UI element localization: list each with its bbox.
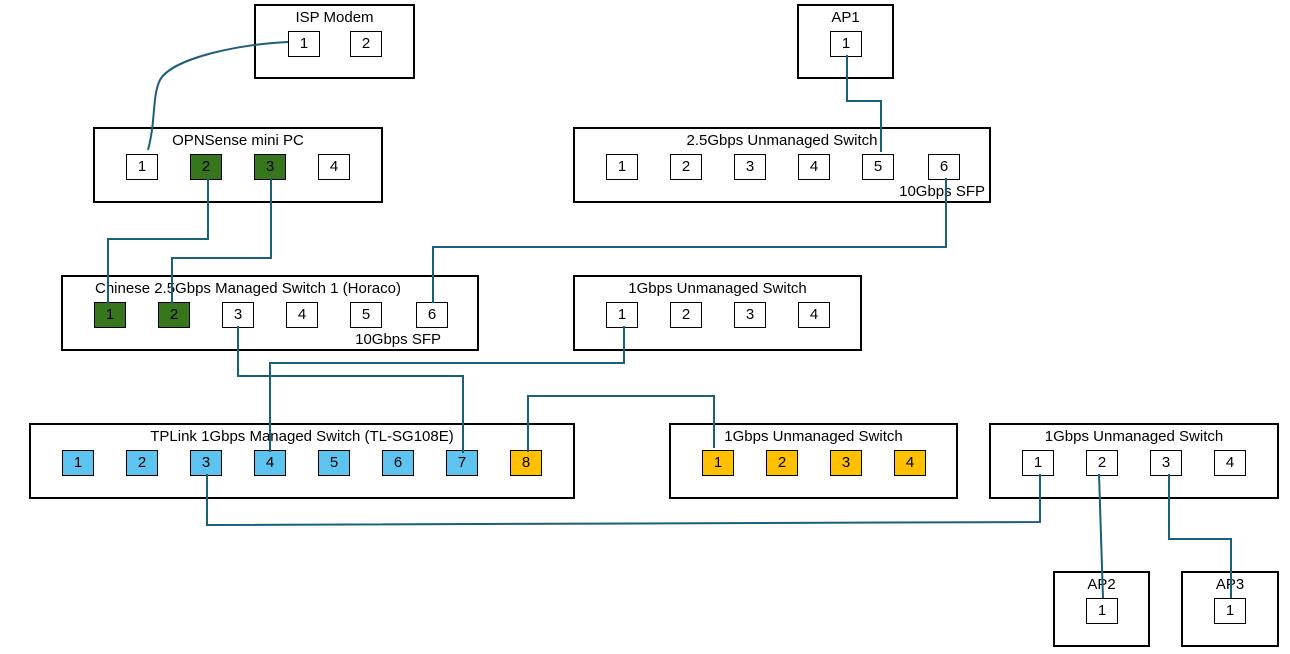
switch-1g-orange-port-1: 1 <box>702 450 734 476</box>
switch-25g-unmanaged-port-6: 6 <box>928 154 960 180</box>
switch-1g-top-port-1: 1 <box>606 302 638 328</box>
isp-modem-port-2: 2 <box>350 31 382 57</box>
tplink-port-4: 4 <box>254 450 286 476</box>
ap1-port-1: 1 <box>830 31 862 57</box>
switch-1g-orange-port-2: 2 <box>766 450 798 476</box>
switch-25g-unmanaged-port-5: 5 <box>862 154 894 180</box>
sfp-note: 10Gbps SFP <box>355 331 441 348</box>
ap3-box: AP3 1 <box>1181 571 1279 647</box>
chinese-switch-port-4: 4 <box>286 302 318 328</box>
ap1-box: AP1 1 <box>797 4 894 79</box>
tplink-port-7: 7 <box>446 450 478 476</box>
switch-25g-unmanaged-title: 2.5Gbps Unmanaged Switch <box>686 132 878 149</box>
tplink-port-1: 1 <box>62 450 94 476</box>
chinese-switch-port-1: 1 <box>94 302 126 328</box>
chinese-switch-port-5: 5 <box>350 302 382 328</box>
ap2-port-1: 1 <box>1086 598 1118 624</box>
opnsense-port-1: 1 <box>126 154 158 180</box>
switch-1g-top-port-4: 4 <box>798 302 830 328</box>
ap2-title: AP2 <box>1087 576 1116 593</box>
switch-1g-right-port-1: 1 <box>1022 450 1054 476</box>
tplink-port-5: 5 <box>318 450 350 476</box>
ap1-title: AP1 <box>831 9 860 26</box>
chinese-switch-port-3: 3 <box>222 302 254 328</box>
tplink-port-8: 8 <box>510 450 542 476</box>
sfp-note: 10Gbps SFP <box>899 183 985 200</box>
switch-1g-right-box: 1Gbps Unmanaged Switch 1 2 3 4 <box>989 423 1279 499</box>
tplink-switch-box: TPLink 1Gbps Managed Switch (TL-SG108E) … <box>29 423 575 499</box>
switch-1g-orange-port-3: 3 <box>830 450 862 476</box>
switch-25g-unmanaged-port-2: 2 <box>670 154 702 180</box>
isp-modem-box: ISP Modem 1 2 <box>254 4 415 79</box>
opnsense-box: OPNSense mini PC 1 2 3 4 <box>93 127 383 203</box>
switch-1g-orange-port-4: 4 <box>894 450 926 476</box>
tplink-switch-title: TPLink 1Gbps Managed Switch (TL-SG108E) <box>150 428 454 445</box>
switch-25g-unmanaged-port-3: 3 <box>734 154 766 180</box>
opnsense-port-4: 4 <box>318 154 350 180</box>
opnsense-title: OPNSense mini PC <box>172 132 304 149</box>
opnsense-port-2: 2 <box>190 154 222 180</box>
isp-modem-title: ISP Modem <box>295 9 374 26</box>
tplink-port-2: 2 <box>126 450 158 476</box>
chinese-switch-title: Chinese 2.5Gbps Managed Switch 1 (Horaco… <box>95 280 401 297</box>
isp-modem-port-1: 1 <box>288 31 320 57</box>
chinese-switch-box: Chinese 2.5Gbps Managed Switch 1 (Horaco… <box>61 275 479 351</box>
switch-25g-unmanaged-box: 2.5Gbps Unmanaged Switch 1 2 3 4 5 6 10G… <box>573 127 991 203</box>
switch-1g-orange-title: 1Gbps Unmanaged Switch <box>724 428 903 445</box>
switch-25g-unmanaged-port-4: 4 <box>798 154 830 180</box>
switch-1g-top-port-2: 2 <box>670 302 702 328</box>
switch-1g-right-title: 1Gbps Unmanaged Switch <box>1044 428 1224 445</box>
ap3-port-1: 1 <box>1214 598 1246 624</box>
tplink-port-3: 3 <box>190 450 222 476</box>
opnsense-port-3: 3 <box>254 154 286 180</box>
switch-1g-right-port-3: 3 <box>1150 450 1182 476</box>
chinese-switch-port-2: 2 <box>158 302 190 328</box>
switch-1g-orange-box: 1Gbps Unmanaged Switch 1 2 3 4 <box>669 423 958 499</box>
switch-1g-top-title: 1Gbps Unmanaged Switch <box>628 280 807 297</box>
ap3-title: AP3 <box>1215 576 1245 593</box>
switch-25g-unmanaged-port-1: 1 <box>606 154 638 180</box>
ap2-box: AP2 1 <box>1053 571 1150 647</box>
switch-1g-right-port-4: 4 <box>1214 450 1246 476</box>
switch-1g-right-port-2: 2 <box>1086 450 1118 476</box>
switch-1g-top-port-3: 3 <box>734 302 766 328</box>
switch-1g-top-box: 1Gbps Unmanaged Switch 1 2 3 4 <box>573 275 862 351</box>
tplink-port-6: 6 <box>382 450 414 476</box>
chinese-switch-port-6: 6 <box>416 302 448 328</box>
